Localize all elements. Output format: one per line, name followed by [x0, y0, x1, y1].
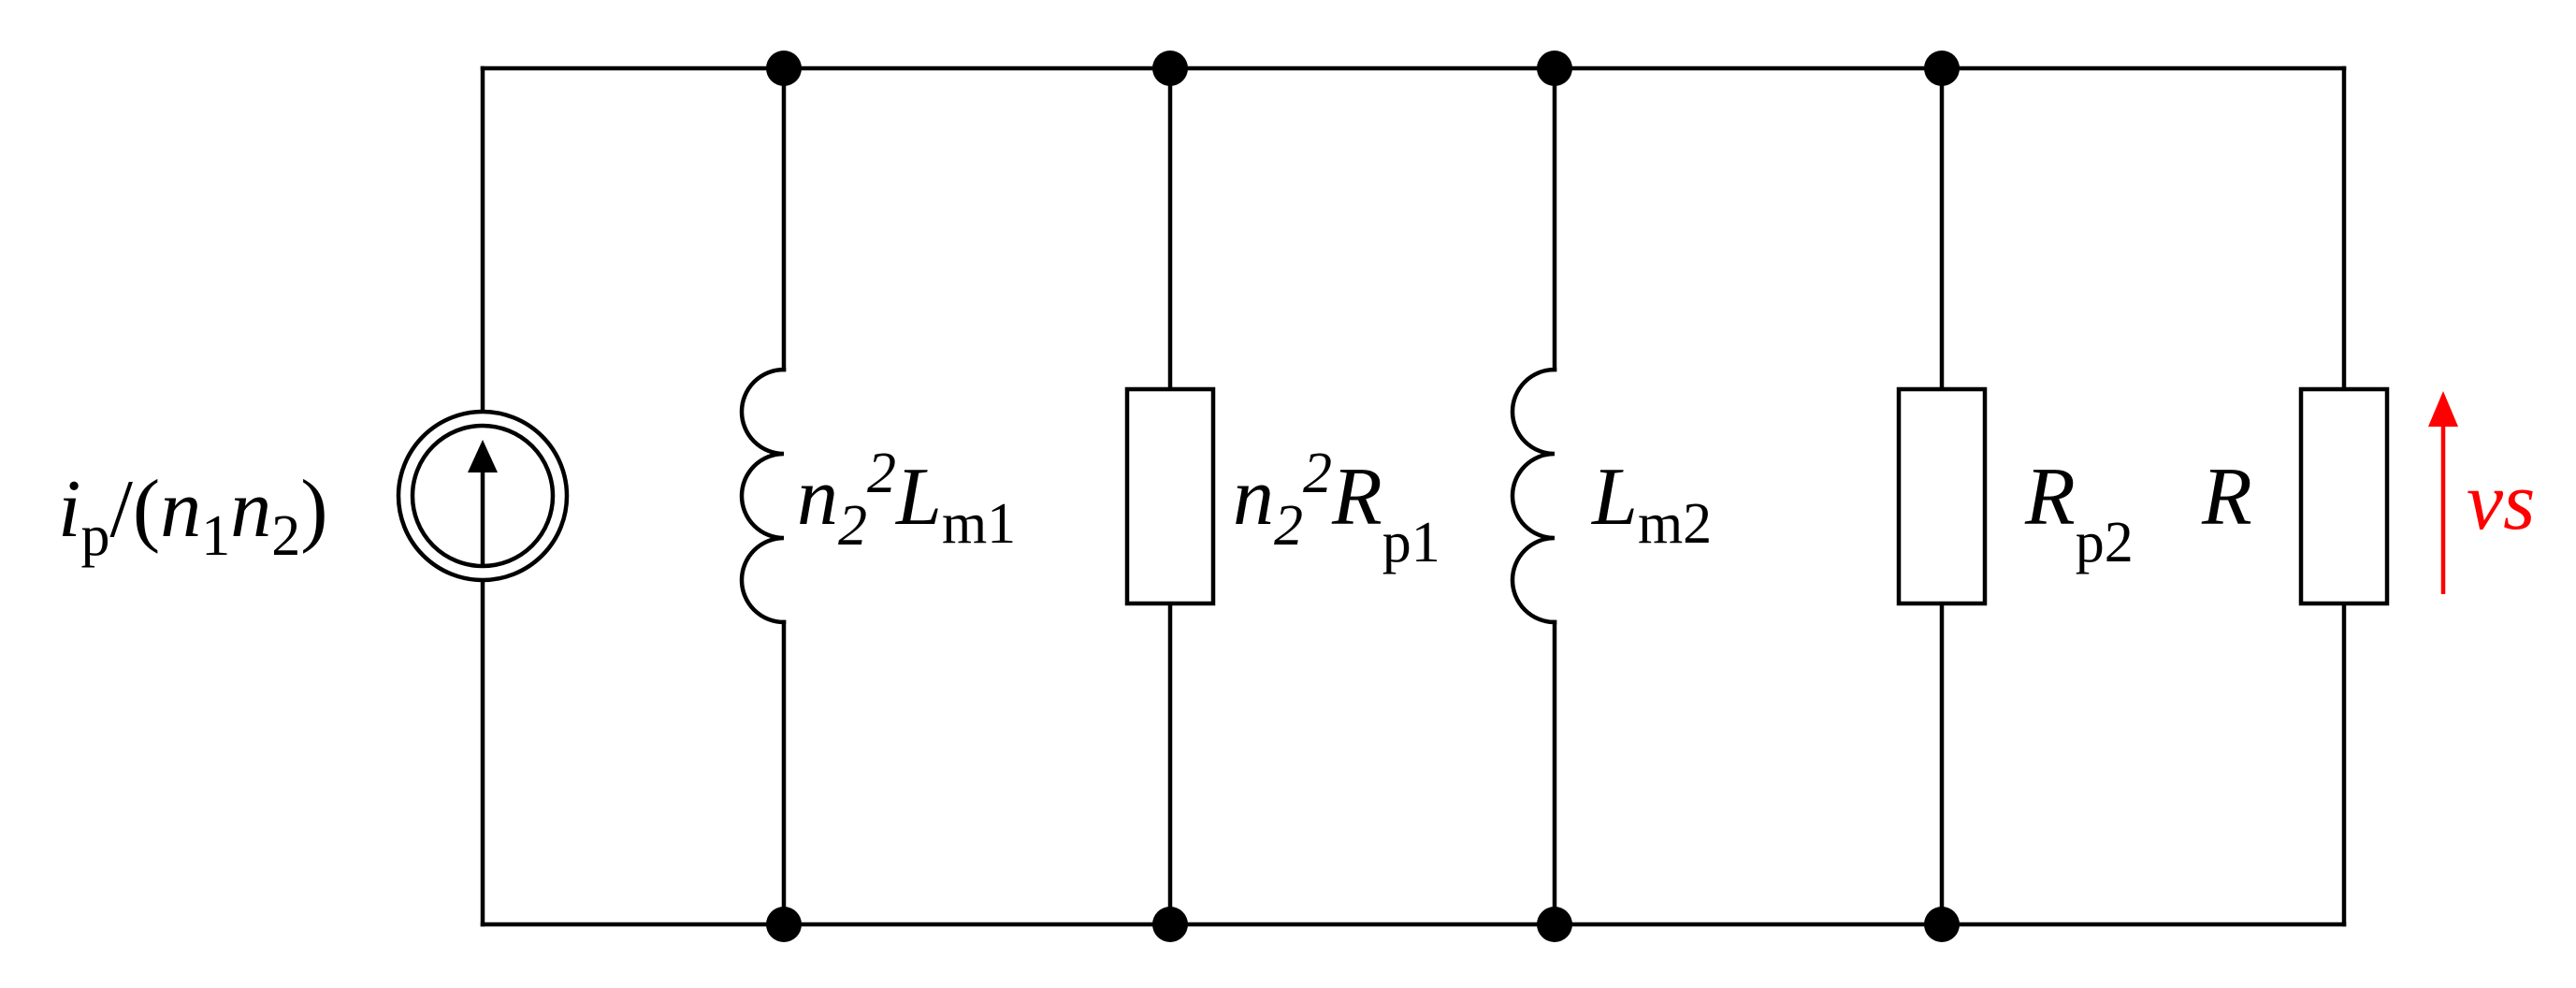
inductor-lm1-coil	[739, 367, 787, 625]
inductor-lm2-branch	[1510, 65, 1557, 927]
resistor-rp1-branch	[1124, 65, 1216, 927]
junction-node	[766, 907, 802, 942]
junction-node	[1924, 907, 1960, 942]
rp1-label: n22Rp1	[1233, 442, 1440, 574]
r-label: R	[2201, 452, 2252, 543]
resistor-r-branch	[2298, 65, 2390, 927]
resistor-rp2-body	[1896, 386, 1988, 606]
resistor-rp1-body	[1124, 386, 1216, 606]
vs-label: vs	[2467, 457, 2535, 547]
junction-node	[1152, 51, 1188, 86]
junction-node	[1152, 907, 1188, 942]
rp2-label: Rp2	[2024, 452, 2134, 574]
junction-node	[1537, 907, 1572, 942]
source-label: ip/(n1n2)	[58, 464, 328, 568]
inductor-lm2-coil	[1510, 367, 1557, 625]
voltage-vs-arrow	[2428, 391, 2458, 594]
lm1-label: n22Lm1	[797, 442, 1016, 558]
lm2-label: Lm2	[1590, 452, 1712, 556]
junction-node	[766, 51, 802, 86]
current-direction-arrowhead	[468, 440, 498, 472]
inductor-lm1-branch	[739, 65, 787, 927]
junction-node	[1924, 51, 1960, 86]
resistor-r-body	[2298, 386, 2390, 606]
current-source-branch	[396, 65, 570, 927]
junction-node	[1537, 51, 1572, 86]
resistor-rp2-branch	[1896, 65, 1988, 927]
